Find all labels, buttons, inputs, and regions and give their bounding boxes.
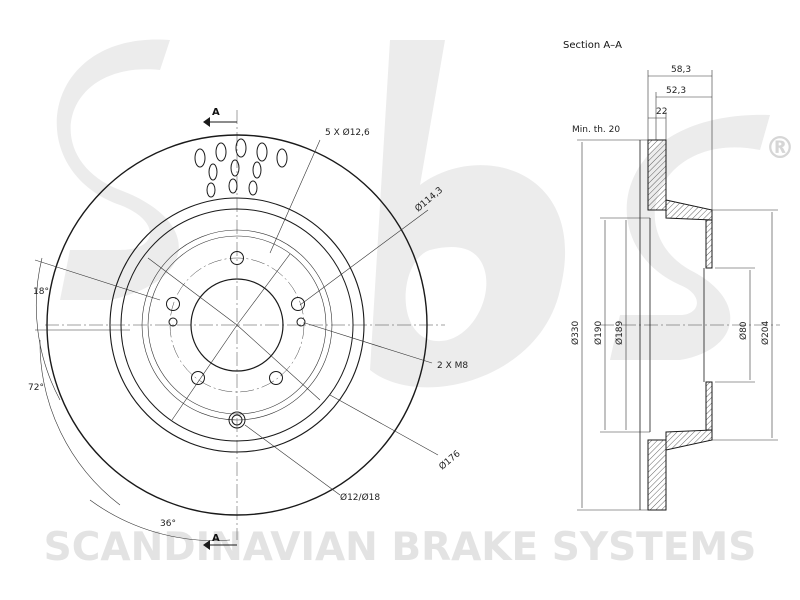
friction-ring-section-top <box>647 139 667 211</box>
label-d189: Ø189 <box>614 320 625 345</box>
friction-ring-inner <box>109 197 365 453</box>
section-marker-bottom: A <box>212 533 220 544</box>
label-threads: 2 X M8 <box>437 361 468 371</box>
friction-ring-section-bottom <box>647 439 667 511</box>
label-angle-18: 18° <box>33 287 49 297</box>
center-bore <box>190 278 284 372</box>
label-center-bore: Ø80 <box>738 321 749 340</box>
vent-slots <box>194 138 288 198</box>
registered-mark: ® <box>765 131 795 166</box>
section-title: Section A–A <box>563 40 622 51</box>
section-marker-top: A <box>212 107 220 118</box>
disc-outer-edge <box>46 134 428 516</box>
bolt-holes <box>166 251 306 429</box>
label-angle-72: 72° <box>28 383 44 393</box>
label-hub-diameter: Ø176 <box>437 448 463 472</box>
label-min-thickness: Min. th. 20 <box>572 125 620 135</box>
section-view: Section A–A <box>563 40 780 511</box>
label-bolt-holes: 5 X Ø12,6 <box>325 127 370 138</box>
label-holes-diameter: Ø12/Ø18 <box>340 492 380 503</box>
label-outer-diameter: Ø330 <box>570 320 581 345</box>
company-name: SCANDINAVIAN BRAKE SYSTEMS <box>44 525 757 570</box>
label-d190: Ø190 <box>593 320 604 345</box>
sbs-watermark-logo: ® SCANDINAVIAN BRAKE SYSTEMS <box>44 39 795 570</box>
label-angle-36: 36° <box>160 519 176 529</box>
front-view: A A 5 X Ø12,6 Ø114,3 2 X M8 Ø176 Ø12/Ø18… <box>28 107 468 550</box>
label-width-total: 58,3 <box>671 65 691 75</box>
label-d204: Ø204 <box>760 320 771 345</box>
label-width-hat: 52,3 <box>666 86 686 96</box>
label-thickness: 22 <box>656 107 667 117</box>
